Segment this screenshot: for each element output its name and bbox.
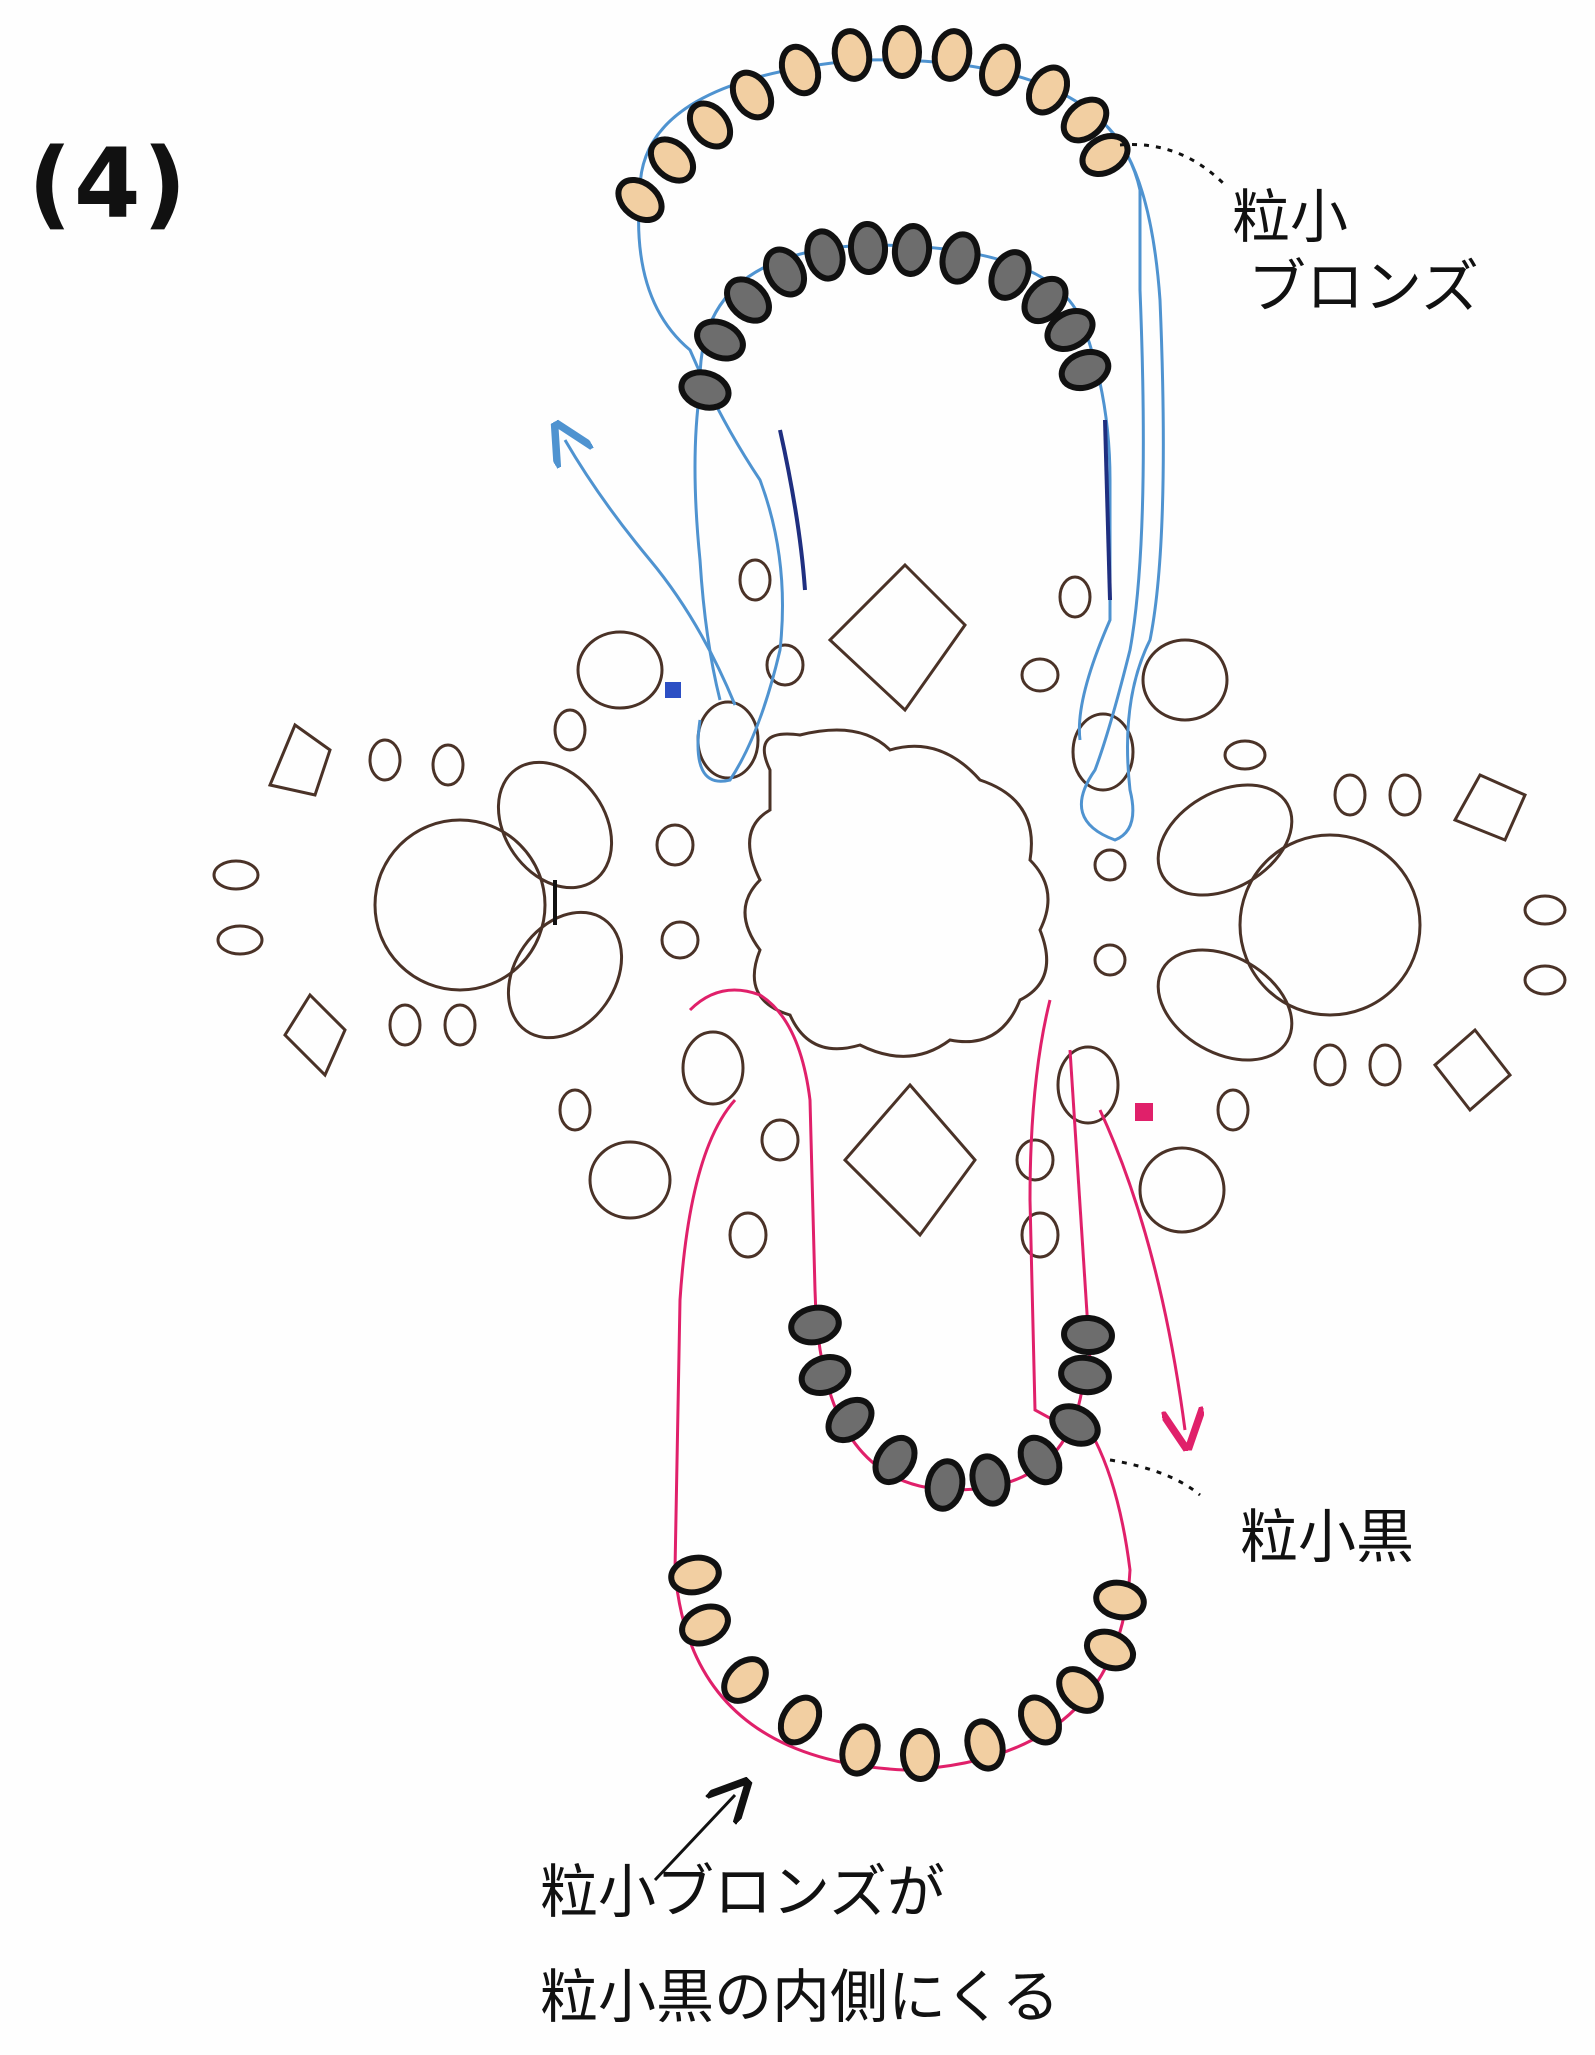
top-black-bead — [891, 223, 933, 277]
caption-line-1: 粒小ブロンズが — [540, 1858, 945, 1926]
right-oval-bottom — [1156, 948, 1294, 1062]
right-oval-top — [1156, 783, 1294, 897]
bronze-bead-label-line-2: ブロンズ — [1248, 253, 1479, 321]
top-black-bead — [1021, 275, 1069, 325]
bottom-bronze-bead — [1093, 1579, 1147, 1621]
bottom-black-bead — [1049, 1403, 1101, 1447]
top-black-bead — [988, 249, 1032, 301]
left-oval-bottom — [506, 910, 624, 1040]
top-bronze-bead — [1060, 96, 1110, 144]
bead-arcs — [615, 25, 1147, 1782]
top-black-bead — [1058, 348, 1112, 392]
top-bronze-bead — [931, 28, 973, 82]
caption-line-2: 粒小黒の内側にくる — [540, 1963, 1060, 2031]
bronze-leader-dots — [1119, 143, 1227, 187]
top-bronze-bead — [1079, 133, 1131, 177]
black-bead-label: 粒小黒 — [1240, 1503, 1415, 1571]
bottom-bronze-bead — [839, 1723, 881, 1777]
diamond-lower-right — [1432, 1027, 1513, 1113]
bottom-diamond — [842, 1082, 977, 1238]
step-number: (4) — [28, 128, 189, 240]
black-leader-dots — [1109, 1458, 1201, 1497]
top-bronze-bead — [615, 176, 665, 224]
top-bronze-bead — [882, 25, 922, 79]
bottom-bronze-bead — [668, 1554, 722, 1596]
navy-thread-segments — [778, 419, 1112, 601]
crossing-round-top-left — [696, 700, 760, 780]
diamond-lower-left — [283, 992, 347, 1078]
top-bronze-bead — [647, 136, 697, 184]
round-lower-right — [1138, 1146, 1226, 1234]
round-lower-left — [588, 1140, 672, 1220]
crossing-round-bottom-right — [1056, 1045, 1120, 1125]
top-black-bead — [694, 318, 746, 362]
top-black-bead — [762, 246, 808, 298]
top-black-bead — [678, 369, 732, 411]
bottom-black-bead — [1058, 1354, 1112, 1396]
bottom-bronze-bead — [679, 1603, 731, 1647]
bottom-black-bead — [788, 1304, 842, 1346]
bottom-bronze-bead — [1017, 1694, 1063, 1746]
center-flower — [743, 728, 1050, 1058]
bottom-black-bead — [798, 1354, 852, 1396]
right-large-round — [1238, 833, 1422, 1017]
top-bronze-bead — [729, 69, 775, 121]
top-black-bead — [1044, 308, 1096, 352]
top-bronze-bead — [979, 43, 1021, 97]
pink-start-marker — [1135, 1103, 1153, 1121]
center-motif — [212, 558, 1567, 1259]
bronze-bead-label-line-1: 粒小 — [1232, 183, 1349, 251]
round-upper-left — [576, 630, 664, 710]
small-seed-beads — [212, 558, 1567, 1259]
left-large-round — [373, 818, 547, 992]
top-black-bead — [804, 228, 846, 282]
pointer-arrow — [653, 1795, 735, 1882]
bottom-black-bead — [924, 1458, 966, 1512]
bottom-bronze-bead — [899, 1728, 941, 1782]
top-bronze-bead — [1025, 64, 1071, 116]
bottom-bronze-bead — [1056, 1666, 1104, 1714]
crossing-round-top-right — [1071, 712, 1135, 792]
bottom-black-bead — [969, 1453, 1011, 1507]
blue-start-marker — [665, 682, 681, 698]
round-upper-right — [1141, 638, 1229, 722]
bottom-black-bead — [872, 1434, 918, 1486]
blue-thread-path — [565, 58, 1165, 842]
bottom-bronze-bead — [1084, 1628, 1136, 1672]
top-bronze-bead — [831, 28, 873, 82]
top-bronze-bead — [778, 43, 822, 97]
left-oval-top — [496, 760, 614, 890]
bottom-black-bead — [825, 1396, 875, 1444]
bottom-bronze-bead — [721, 1656, 769, 1704]
top-bronze-bead — [686, 100, 734, 150]
top-diamond — [827, 562, 967, 713]
bottom-bronze-bead — [964, 1718, 1006, 1772]
bottom-black-bead — [1017, 1434, 1063, 1486]
crossing-round-bottom-left — [681, 1030, 745, 1106]
bottom-bronze-bead — [777, 1694, 823, 1746]
top-black-bead — [847, 221, 889, 275]
top-black-bead — [939, 231, 981, 285]
bottom-black-bead — [1061, 1314, 1115, 1356]
diamond-upper-left — [267, 722, 332, 797]
top-black-bead — [724, 276, 772, 324]
diamond-upper-right — [1452, 773, 1527, 842]
